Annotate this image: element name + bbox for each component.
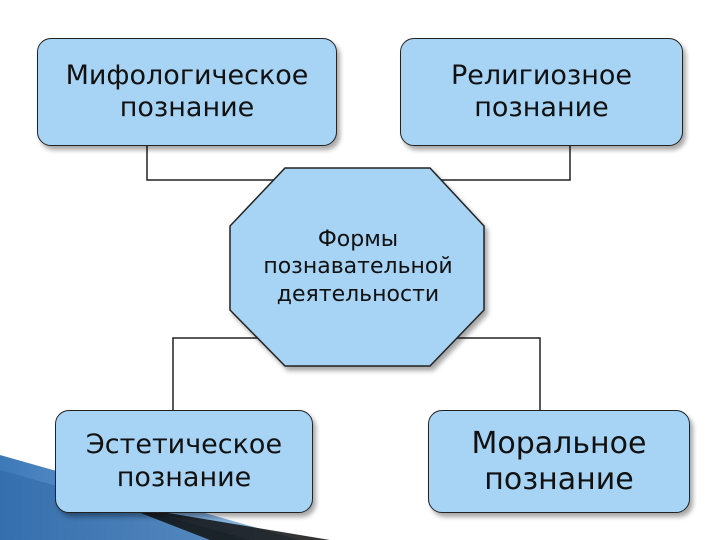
node-religious-label: Религиозное познание <box>450 59 633 123</box>
node-mythological-cognition: Мифологическое познание <box>37 38 337 146</box>
node-moral-label: Моральное познание <box>471 425 647 497</box>
node-religious-cognition: Религиозное познание <box>400 38 683 146</box>
node-mythological-label: Мифологическое познание <box>65 59 309 123</box>
center-label: Формы познавательной деятельности <box>263 226 453 307</box>
center-octagon <box>229 167 485 367</box>
node-aesthetic-cognition: Эстетическое познание <box>55 410 313 513</box>
node-moral-cognition: Моральное познание <box>428 410 690 513</box>
node-aesthetic-label: Эстетическое познание <box>85 429 283 493</box>
